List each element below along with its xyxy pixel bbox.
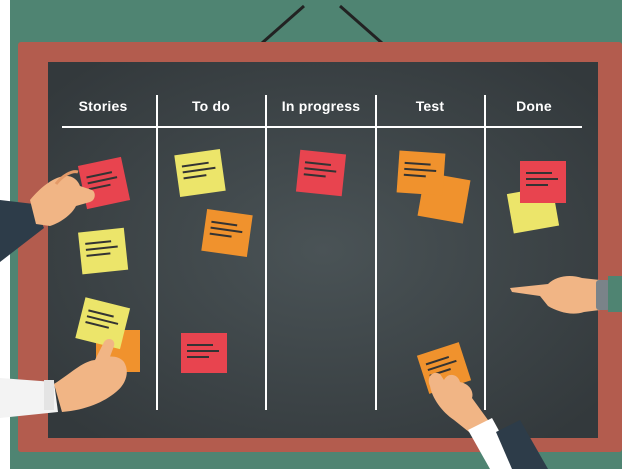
- column-header-test: Test: [415, 98, 445, 114]
- hand-icon: [0, 170, 95, 262]
- board-surface: [48, 62, 598, 438]
- column-header-stories: Stories: [78, 98, 128, 114]
- sticky-note-icon: [396, 150, 446, 196]
- pointing-hand-icon: [510, 276, 622, 314]
- column-header-done: Done: [516, 98, 552, 114]
- sticky-note-icon: [181, 333, 227, 373]
- column-header-in-progress: In progress: [281, 98, 361, 114]
- hand-icon: [0, 339, 127, 418]
- column-header-to-do: To do: [191, 98, 231, 114]
- wire-icon: [261, 4, 383, 45]
- sticky-note-icon: [75, 297, 131, 350]
- sticky-note-icon: [201, 209, 253, 257]
- sticky-note-icon: [174, 149, 226, 197]
- hand-icon: [428, 372, 548, 469]
- sticky-note-icon: [78, 227, 129, 275]
- sticky-note-icon: [295, 149, 347, 197]
- sticky-note-icon: [520, 161, 566, 203]
